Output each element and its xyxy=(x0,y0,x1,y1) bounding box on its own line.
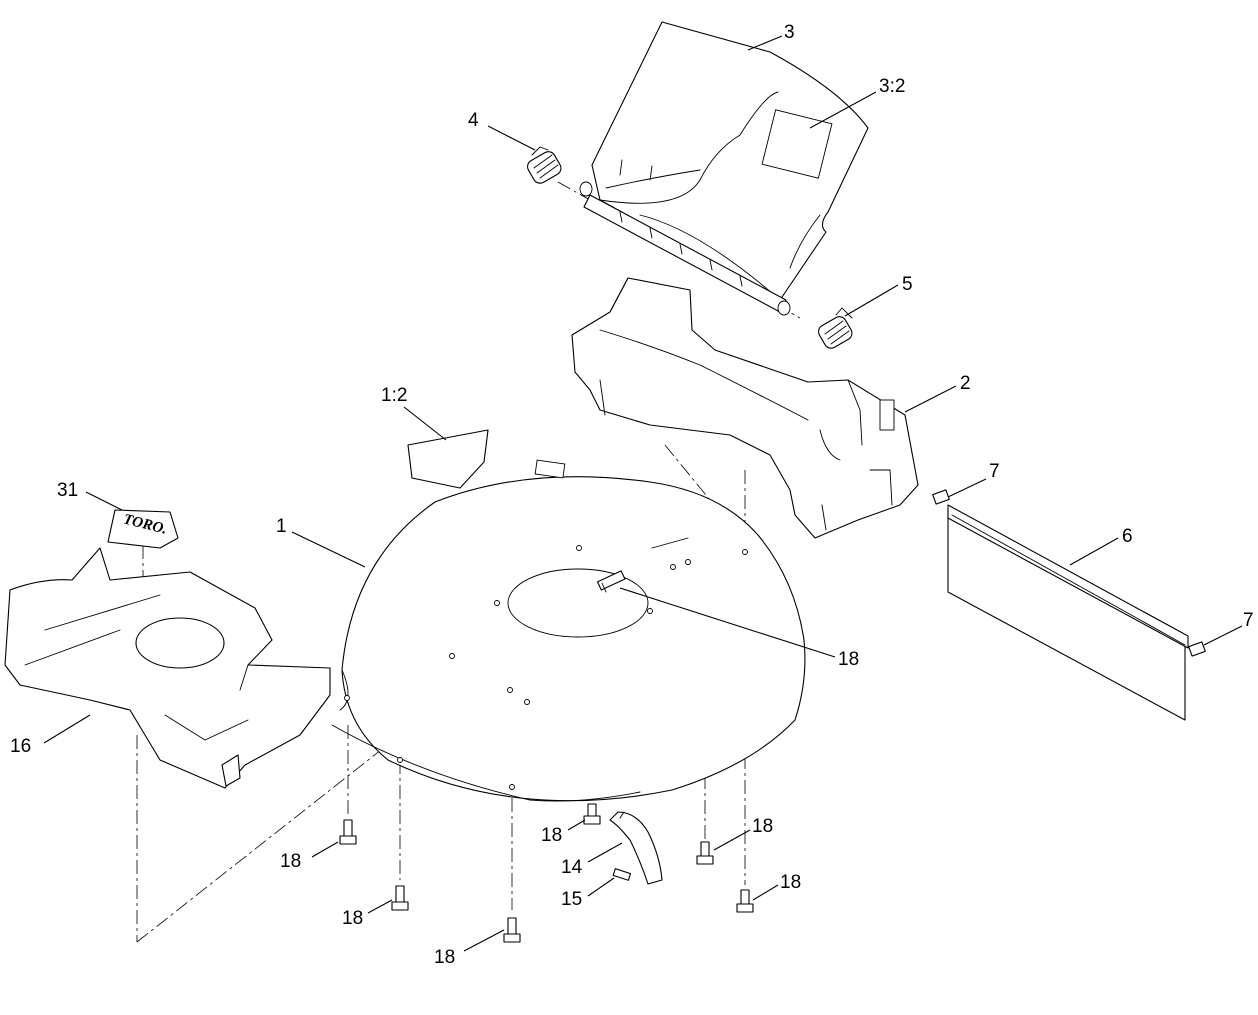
baffle-plate xyxy=(407,429,489,489)
mower-housing xyxy=(331,459,806,802)
callout-7-top: 7 xyxy=(989,461,1000,482)
screw-top xyxy=(932,489,950,505)
callout-5: 5 xyxy=(902,274,913,295)
callout-18-b: 18 xyxy=(342,908,363,929)
pin xyxy=(612,868,632,881)
callout-4: 4 xyxy=(468,110,479,131)
callout-15: 15 xyxy=(561,889,582,910)
front-cover xyxy=(4,547,331,789)
rear-frame xyxy=(571,277,919,539)
bolt-c xyxy=(503,917,521,943)
toro-decal: TORO. xyxy=(107,509,179,549)
callout-18-e: 18 xyxy=(752,816,773,837)
spring-right xyxy=(818,307,853,349)
height-bracket xyxy=(609,811,663,885)
callout-6: 6 xyxy=(1122,526,1133,547)
callout-18-c: 18 xyxy=(434,947,455,968)
center-bolt xyxy=(596,570,626,593)
rear-flap xyxy=(591,21,869,301)
callout-18-f: 18 xyxy=(780,872,801,893)
bolt-a xyxy=(339,819,357,845)
callout-18-d: 18 xyxy=(541,825,562,846)
bolt-b xyxy=(391,885,409,911)
callout-1: 1 xyxy=(276,516,287,537)
callout-labels: 3 3:2 4 5 2 1:2 31 1 7 6 7 18 16 18 18 1… xyxy=(10,22,1254,968)
callout-18-a: 18 xyxy=(280,851,301,872)
leader-lines xyxy=(43,35,1243,952)
callout-31: 31 xyxy=(57,480,78,501)
spring-left xyxy=(527,146,562,184)
callout-1-2: 1:2 xyxy=(381,385,407,406)
bolt-e xyxy=(696,841,714,865)
discharge-opening xyxy=(534,459,566,479)
bolt-f xyxy=(736,889,754,913)
callout-7-right: 7 xyxy=(1243,610,1254,631)
callout-16: 16 xyxy=(10,736,31,757)
hinge-rod xyxy=(579,181,791,316)
screw-right xyxy=(1188,641,1206,657)
bolt-d xyxy=(583,803,601,825)
callout-2: 2 xyxy=(960,373,971,394)
callout-3: 3 xyxy=(784,22,795,43)
label-decal xyxy=(761,109,833,179)
rear-flap-panel xyxy=(947,504,1189,721)
callout-18-center: 18 xyxy=(838,649,859,670)
callout-3-2: 3:2 xyxy=(879,76,905,97)
callout-14: 14 xyxy=(561,857,583,878)
